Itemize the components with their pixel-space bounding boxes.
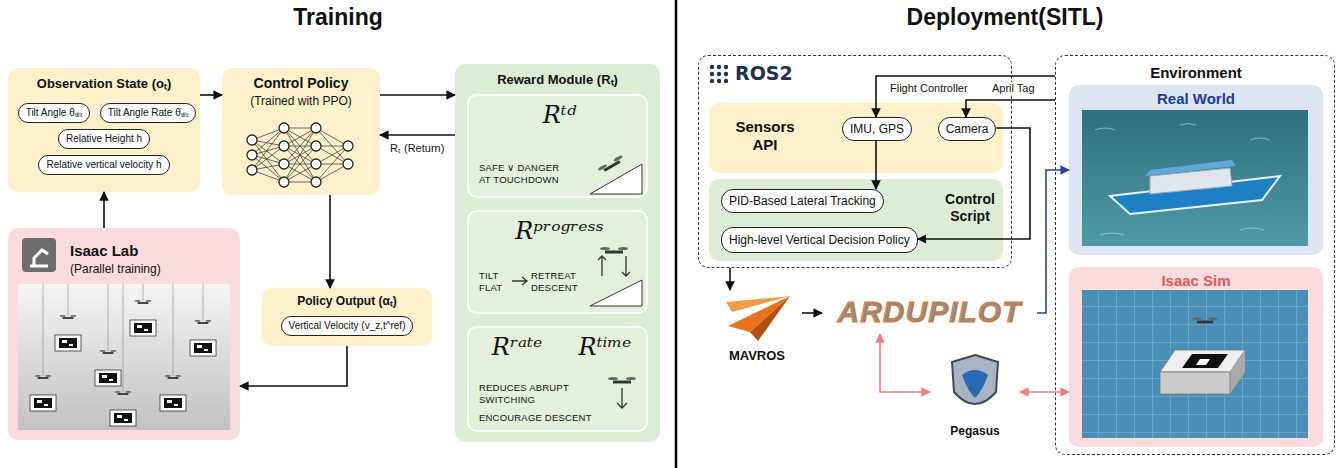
reward-panel: Reward Module (Rₜ) RᵗᵈSAFE ∨ DANGER AT TO…	[455, 64, 660, 442]
pill-text: Tilt Angle θₜᵢₗₜ	[26, 108, 83, 118]
real-world-panel: Real World	[1069, 85, 1323, 255]
connector	[1020, 391, 1069, 393]
connector	[802, 312, 822, 314]
connector	[329, 195, 331, 288]
ardupilot-logo-box: ARDUPILOT	[822, 292, 1037, 334]
box-text: Isaac Lab	[70, 242, 220, 260]
box-text: Control Policy	[222, 75, 380, 92]
connector	[1037, 170, 1069, 313]
box-text: TILT FLAT	[479, 270, 513, 294]
pegasus-logo	[952, 355, 998, 404]
real-world-photo	[1082, 110, 1308, 246]
box-text: (Parallel training)	[70, 262, 230, 276]
connector	[240, 346, 347, 386]
connector	[876, 76, 1055, 117]
reward-term: RᵗᵈSAFE ∨ DANGER AT TOUCHDOWN	[467, 94, 648, 198]
control-pill: High-level Vertical Decision Policy	[721, 227, 918, 253]
box-text: Policy Output (αₜ)	[262, 294, 432, 308]
connector	[875, 141, 877, 189]
ros2-logo-dots	[710, 65, 728, 83]
state-pill: Tilt Angle Rate θ̇ₜᵢₗₜ	[100, 103, 197, 123]
pegasus-logo-box: Pegasus	[930, 350, 1020, 445]
pill-text: Tilt Angle Rate θ̇ₜᵢₗₜ	[108, 108, 189, 118]
panel-title: Training	[293, 4, 382, 31]
neural-nodes	[247, 123, 353, 187]
progress-icon	[512, 256, 642, 306]
box-text: Pegasus	[930, 424, 1020, 438]
box-text: Reward Module (Rₜ)	[455, 72, 660, 88]
box-text: Rʳᵃᵗᵉ	[477, 334, 557, 360]
descent-icon	[608, 377, 636, 408]
state-panel: Observation State (oₜ) Tilt Angle θₜᵢₗₜ Ti…	[8, 68, 200, 192]
connector	[966, 100, 1055, 117]
sensor-pill: Camera	[938, 117, 997, 141]
touchdown-icon	[590, 155, 642, 194]
box-text: Rᵖʳᵒᵍʳᵉˢˢ	[469, 218, 650, 244]
isaac-sim-panel: Isaac Sim	[1069, 267, 1323, 447]
sensor-pill: IMU, GPS	[842, 117, 912, 141]
pill-text: Relative Height h	[66, 134, 142, 144]
parallel-training-render	[18, 284, 230, 430]
box-text: ARDUPILOT	[822, 294, 1037, 330]
box-text: SAFE ∨ DANGER AT TOUCHDOWN	[479, 162, 565, 186]
edge-label: April Tag	[990, 82, 1037, 94]
state-pill: Relative vertical velocity ḣ	[38, 155, 169, 175]
box-text: Sensors API	[723, 118, 807, 154]
policy-box: Control Policy (Trained with PPO)	[222, 68, 380, 195]
sensor-band: Sensors API IMU, GPS Camera	[709, 103, 1003, 173]
mavros-logo-box: MAVROS	[712, 290, 802, 370]
pill-text: PID-Based Lateral Tracking	[729, 195, 876, 207]
pill-text: High-level Vertical Decision Policy	[729, 234, 910, 246]
connector	[918, 128, 1030, 239]
box-text: (Trained with PPO)	[222, 94, 380, 108]
box-text: REDUCES ABRUPT SWITCHING	[479, 382, 575, 406]
simulator-panel: Isaac Lab (Parallel training)	[8, 228, 240, 440]
panel-title: Deployment(SITL)	[907, 4, 1104, 31]
box-text: MAVROS	[712, 348, 802, 364]
output-panel: Policy Output (αₜ) Vertical Velocity (v_z…	[262, 288, 432, 346]
box-text: ROS2	[735, 62, 815, 85]
progress-drone	[600, 247, 628, 254]
connector	[103, 192, 105, 228]
connector	[200, 94, 222, 96]
box-text: Rᵗⁱᵐᵉ	[565, 334, 645, 360]
connector	[729, 268, 731, 290]
box-text: ENCOURAGE DESCENT	[479, 412, 609, 424]
pill-text: Vertical Velocity (v_z,t^ref)	[289, 321, 406, 331]
reward-term: Rʳᵃᵗᵉ RᵗⁱᵐᵉREDUCES ABRUPT SWITCHING ENCOUR…	[467, 326, 648, 432]
pill-text: Relative vertical velocity ḣ	[46, 160, 161, 170]
state-pill: Relative Height h	[58, 129, 150, 149]
box-text: Observation State (oₜ)	[8, 76, 200, 92]
environment-group: EnvironmentReal WorldIsaac Sim	[1055, 55, 1335, 455]
connector	[380, 94, 455, 96]
edge-label: Flight Controller	[888, 82, 970, 94]
panel-divider	[675, 0, 678, 468]
mavros-logo	[726, 296, 790, 341]
box-text: RETREAT DESCENT	[531, 270, 583, 294]
pill-text: IMU, GPS	[850, 123, 904, 135]
neural-network	[252, 128, 348, 182]
control-band: Control Script PID-Based Lateral Tracking…	[709, 179, 1003, 261]
reward-term: RᵖʳᵒᵍʳᵉˢˢTILT FLAT RETREAT DESCENT	[467, 210, 648, 314]
pill-text: Camera	[946, 123, 989, 135]
box-text: Environment	[1056, 64, 1336, 82]
box-text: Isaac Sim	[1069, 272, 1323, 290]
control-pill: PID-Based Lateral Tracking	[721, 189, 884, 213]
output-pill: Vertical Velocity (v_z,t^ref)	[281, 316, 414, 336]
connector	[380, 134, 455, 136]
isaac-lab-icon	[22, 238, 56, 272]
edge-label: Rₜ (Return)	[388, 140, 446, 155]
box-text: Rᵗᵈ	[469, 102, 650, 128]
connector	[880, 334, 930, 392]
box-text: Control Script	[939, 191, 1001, 225]
box-text: Real World	[1069, 90, 1323, 108]
isaac-sim-render	[1082, 290, 1308, 438]
state-pill: Tilt Angle θₜᵢₗₜ	[18, 103, 91, 123]
